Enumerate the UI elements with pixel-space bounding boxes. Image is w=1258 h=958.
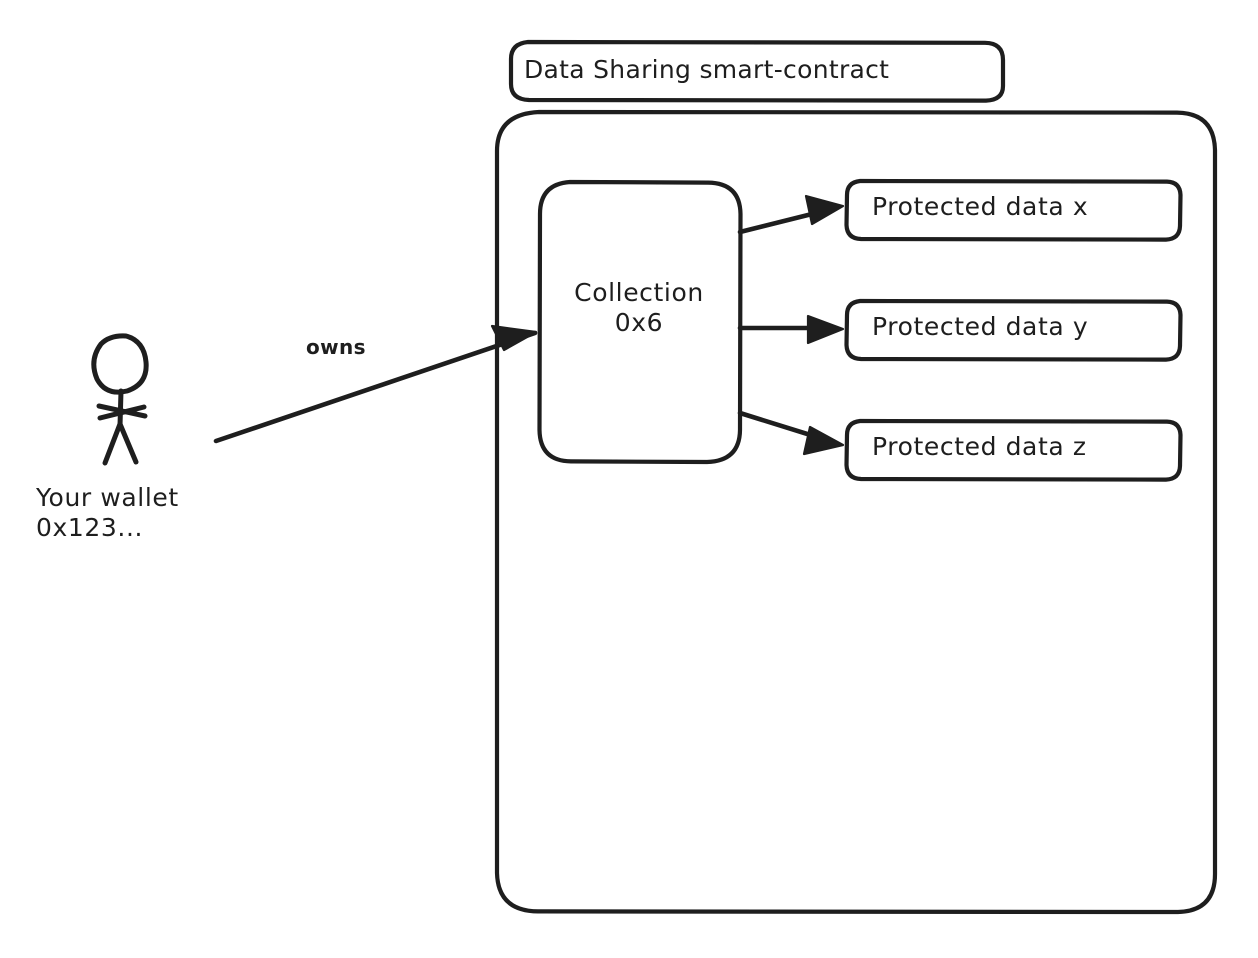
protected-data-z-box[interactable] (844, 418, 1183, 482)
owns-edge-label: owns (306, 335, 366, 359)
owns-arrow (213, 324, 538, 444)
wallet-label-line2: 0x123... (36, 512, 144, 542)
protected-data-x-label: Protected data x (872, 192, 1089, 221)
protected-data-x-box[interactable] (844, 178, 1183, 242)
stick-figure-icon (91, 333, 149, 466)
collection-to-protected-data-z-arrow (737, 410, 845, 456)
collection-to-protected-data-y-arrow (737, 314, 845, 345)
collection-label-line1: Collection (574, 278, 704, 307)
protected-data-y-label: Protected data y (872, 312, 1089, 341)
contract-title-label: Data Sharing smart-contract (524, 55, 890, 84)
protected-data-y-box[interactable] (844, 298, 1183, 362)
collection-label-line2: 0x6 (614, 307, 664, 337)
collection-to-protected-data-x-arrow (737, 194, 845, 235)
collection-box[interactable] (537, 179, 743, 465)
wallet-label-line1: Your wallet (36, 483, 179, 512)
smart-contract-container (494, 109, 1218, 915)
protected-data-z-label: Protected data z (872, 432, 1087, 461)
contract-title-box (508, 39, 1006, 103)
